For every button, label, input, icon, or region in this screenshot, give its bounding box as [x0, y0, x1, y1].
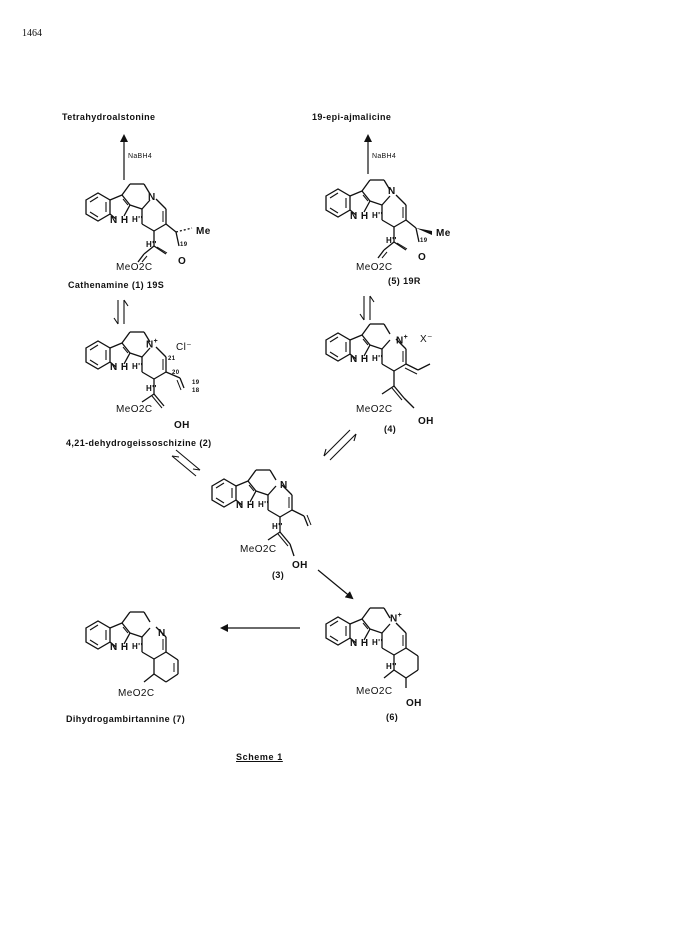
atom-h-alpha-1: H'' — [132, 215, 143, 224]
ester-3: MeO2C — [240, 544, 277, 555]
label-compound-6: (6) — [386, 712, 399, 722]
atom-n-3: N — [280, 480, 288, 491]
atom-h-alpha-5: H'' — [372, 211, 383, 220]
cathenamine-structure — [85, 183, 193, 263]
reagent-left: NaBH4 — [128, 153, 153, 160]
atom-n-5: N — [388, 186, 396, 197]
counterion-4: X⁻ — [420, 334, 433, 345]
atom-h-c15-6: H'' — [386, 662, 397, 671]
compound-7-structure — [85, 611, 179, 683]
hydroxyl-6: OH — [406, 698, 422, 709]
atom-n-4: N+ — [396, 334, 409, 347]
atom-n-h-3: N H — [236, 500, 255, 511]
atom-h-c15-3: H'' — [272, 522, 283, 531]
atom-n-h-1: N H — [110, 215, 129, 226]
label-compound-5: (5) 19R — [388, 276, 421, 286]
label-compound-3: (3) — [272, 570, 285, 580]
atom-o-5: O — [418, 252, 427, 263]
atom-h-alpha-6: H'' — [372, 638, 383, 647]
atom-me-5: Me — [436, 228, 451, 239]
ester-4: MeO2C — [356, 404, 393, 415]
equilibrium-arrow-5-4 — [359, 295, 375, 321]
equilibrium-arrow-2-3 — [171, 449, 201, 477]
pos-21-2: 21 — [168, 356, 176, 362]
pos-18-2: 18 — [192, 388, 200, 394]
atom-h-alpha-4: H'' — [372, 354, 383, 363]
pos-19-5: 19 — [420, 238, 428, 244]
ester-5: MeO2C — [356, 262, 393, 273]
atom-n-h-2: N H — [110, 362, 129, 373]
hydroxyl-4: OH — [418, 416, 434, 427]
hydroxyl-3: OH — [292, 560, 308, 571]
ester-6: MeO2C — [356, 686, 393, 697]
compound-5-structure — [325, 179, 432, 259]
atom-me-1: Me — [196, 226, 211, 237]
compound-2-structure — [85, 331, 185, 409]
ester-2: MeO2C — [116, 404, 153, 415]
reagent-right: NaBH4 — [372, 153, 397, 160]
label-dihydrogambirtannine: Dihydrogambirtannine (7) — [66, 714, 186, 724]
label-cathenamine: Cathenamine (1) 19S — [68, 280, 165, 290]
scheme-caption: Scheme 1 — [236, 752, 283, 762]
atom-n-7: N — [158, 628, 166, 639]
ester-7: MeO2C — [118, 688, 155, 699]
atom-n-h-7: N H — [110, 642, 129, 653]
label-compound-2: 4,21-dehydrogeissoschizine (2) — [66, 438, 212, 448]
compound-6-structure — [325, 607, 419, 688]
atom-o-1: O — [178, 256, 187, 267]
equilibrium-arrow-1-2 — [113, 299, 129, 325]
hydroxyl-2: OH — [174, 420, 190, 431]
label-compound-4: (4) — [384, 424, 397, 434]
atom-h-c15-1: H'' — [146, 240, 157, 249]
pos-20-2: 20 — [172, 370, 180, 376]
atom-n-h-5: N H — [350, 211, 369, 222]
arrow-3-to-6 — [317, 569, 354, 600]
atom-n-6: N+ — [390, 612, 403, 625]
product-epi-ajmalicine: 19-epi-ajmalicine — [312, 112, 392, 122]
pos-19-1: 19 — [180, 242, 188, 248]
compound-3-structure — [211, 469, 312, 557]
product-tetrahydroalstonine: Tetrahydroalstonine — [62, 112, 156, 122]
compound-4-structure — [325, 323, 431, 409]
atom-h-alpha-2: H'' — [132, 362, 143, 371]
ester-1: MeO2C — [116, 262, 153, 273]
atom-h-alpha-7: H'' — [132, 642, 143, 651]
page-number: 1464 — [22, 28, 42, 39]
atom-n-2: N+ — [146, 338, 159, 351]
atom-h-c15-5: H'' — [386, 236, 397, 245]
atom-h-c15-2: H'' — [146, 384, 157, 393]
equilibrium-arrow-4-3 — [323, 429, 357, 461]
atom-h-alpha-3: H'' — [258, 500, 269, 509]
pos-19-2: 19 — [192, 380, 200, 386]
atom-n-1: N — [148, 192, 156, 203]
chloride-2: Cl⁻ — [176, 342, 192, 353]
atom-n-h-4: N H — [350, 354, 369, 365]
atom-n-h-6: N H — [350, 638, 369, 649]
